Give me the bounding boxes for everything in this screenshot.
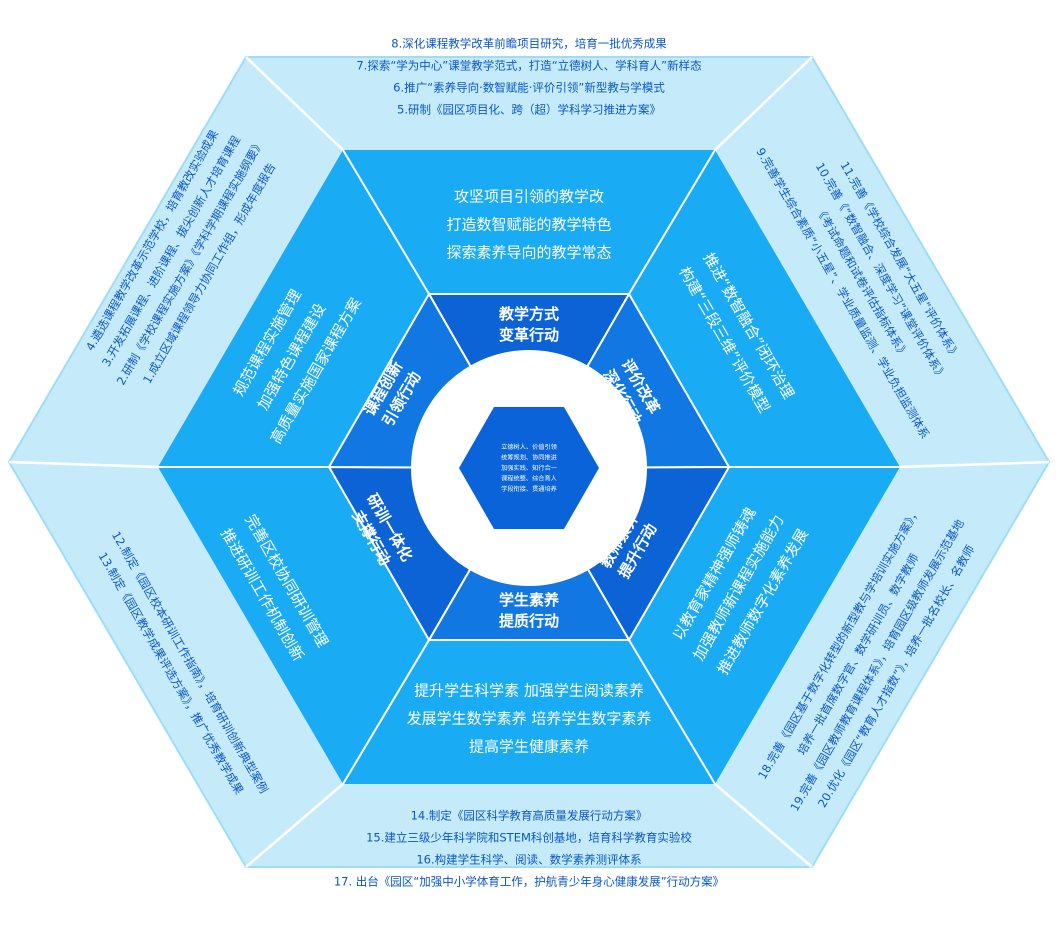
outer-divider — [8, 460, 159, 469]
outer-label-bottom-line: 14.制定《园区科学教育高质量发展行动方案》 — [411, 809, 648, 823]
outer-dividers — [8, 56, 1050, 868]
middle-label-bottom-line: 发展学生数学素养 培养学生数字素养 — [407, 710, 652, 728]
core-text-line: 加强实践、知行合一 — [501, 464, 557, 472]
outer-label-bottom-line: 16.构建学生科学、阅读、数学素养测评体系 — [416, 853, 641, 867]
inner-label-top-line: 教学方式 — [498, 305, 559, 323]
core-text-line: 课程统整、综合育人 — [501, 475, 557, 483]
middle-label-top-line: 攻坚项目引领的教学改 — [454, 188, 604, 206]
middle-divider — [342, 149, 430, 295]
outer-label-bottom-line: 15.建立三级少年科学院和STEM科创基地，培育科学教育实验校 — [366, 831, 692, 845]
middle-label-bottom-line: 提高学生健康素养 — [469, 738, 589, 756]
inner-label-bottom-line: 提质行动 — [499, 612, 559, 630]
middle-label-top-line: 探索素养导向的教学常态 — [446, 244, 611, 262]
outer-divider — [899, 460, 1050, 469]
core: 立德树人、价值引领统筹规划、协同推进加强实践、知行合一课程统整、综合育人学段衔接… — [411, 350, 647, 586]
outer-label-top-line: 6.推广“素养导向·数智赋能·评价引领”新型教与学模式 — [393, 81, 665, 95]
middle-label-bottom-line: 提升学生科学素 加强学生阅读素养 — [414, 682, 644, 700]
outer-label-bottom-line: 17. 出台《园区“加强中小学体育工作，护航青少年身心健康发展”行动方案》 — [334, 875, 724, 889]
inner-label-top-line: 变革行动 — [499, 326, 559, 344]
outer-divider — [714, 783, 813, 868]
outer-label-top-line: 5.研制《园区项目化、跨（超）学科学习推进方案》 — [397, 103, 661, 117]
inner-label-bottom-line: 学生素养 — [499, 591, 560, 609]
core-text-line: 学段衔接、贯通培养 — [501, 485, 557, 493]
middle-divider — [628, 149, 716, 295]
outer-label-top: 8.深化课程教学改革前瞻项目研究，培育一批优秀成果 7.探索“学为中心”课堂教学范… — [356, 37, 702, 117]
core-text: 立德树人、价值引领统筹规划、协同推进加强实践、知行合一课程统整、综合育人学段衔接… — [501, 443, 557, 493]
core-hexagon — [459, 407, 599, 529]
middle-label-top-line: 打造数智赋能的教学特色 — [446, 216, 611, 234]
outer-label-top-line: 8.深化课程教学改革前瞻项目研究，培育一批优秀成果 — [391, 37, 667, 51]
outer-label-top-line: 7.探索“学为中心”课堂教学范式，打造“立德树人、学科育人”新样态 — [356, 59, 702, 73]
outer-divider — [245, 56, 344, 151]
core-text-line: 统筹规划、协同推进 — [501, 454, 557, 462]
middle-divider — [342, 639, 430, 785]
outer-divider — [245, 783, 344, 868]
outer-divider — [714, 56, 813, 151]
middle-dividers — [158, 149, 900, 785]
core-text-line: 立德树人、价值引领 — [501, 443, 557, 451]
outer-label-bottom: 14.制定《园区科学教育高质量发展行动方案》 15.建立三级少年科学院和STEM科… — [334, 809, 724, 889]
middle-divider — [628, 639, 716, 785]
